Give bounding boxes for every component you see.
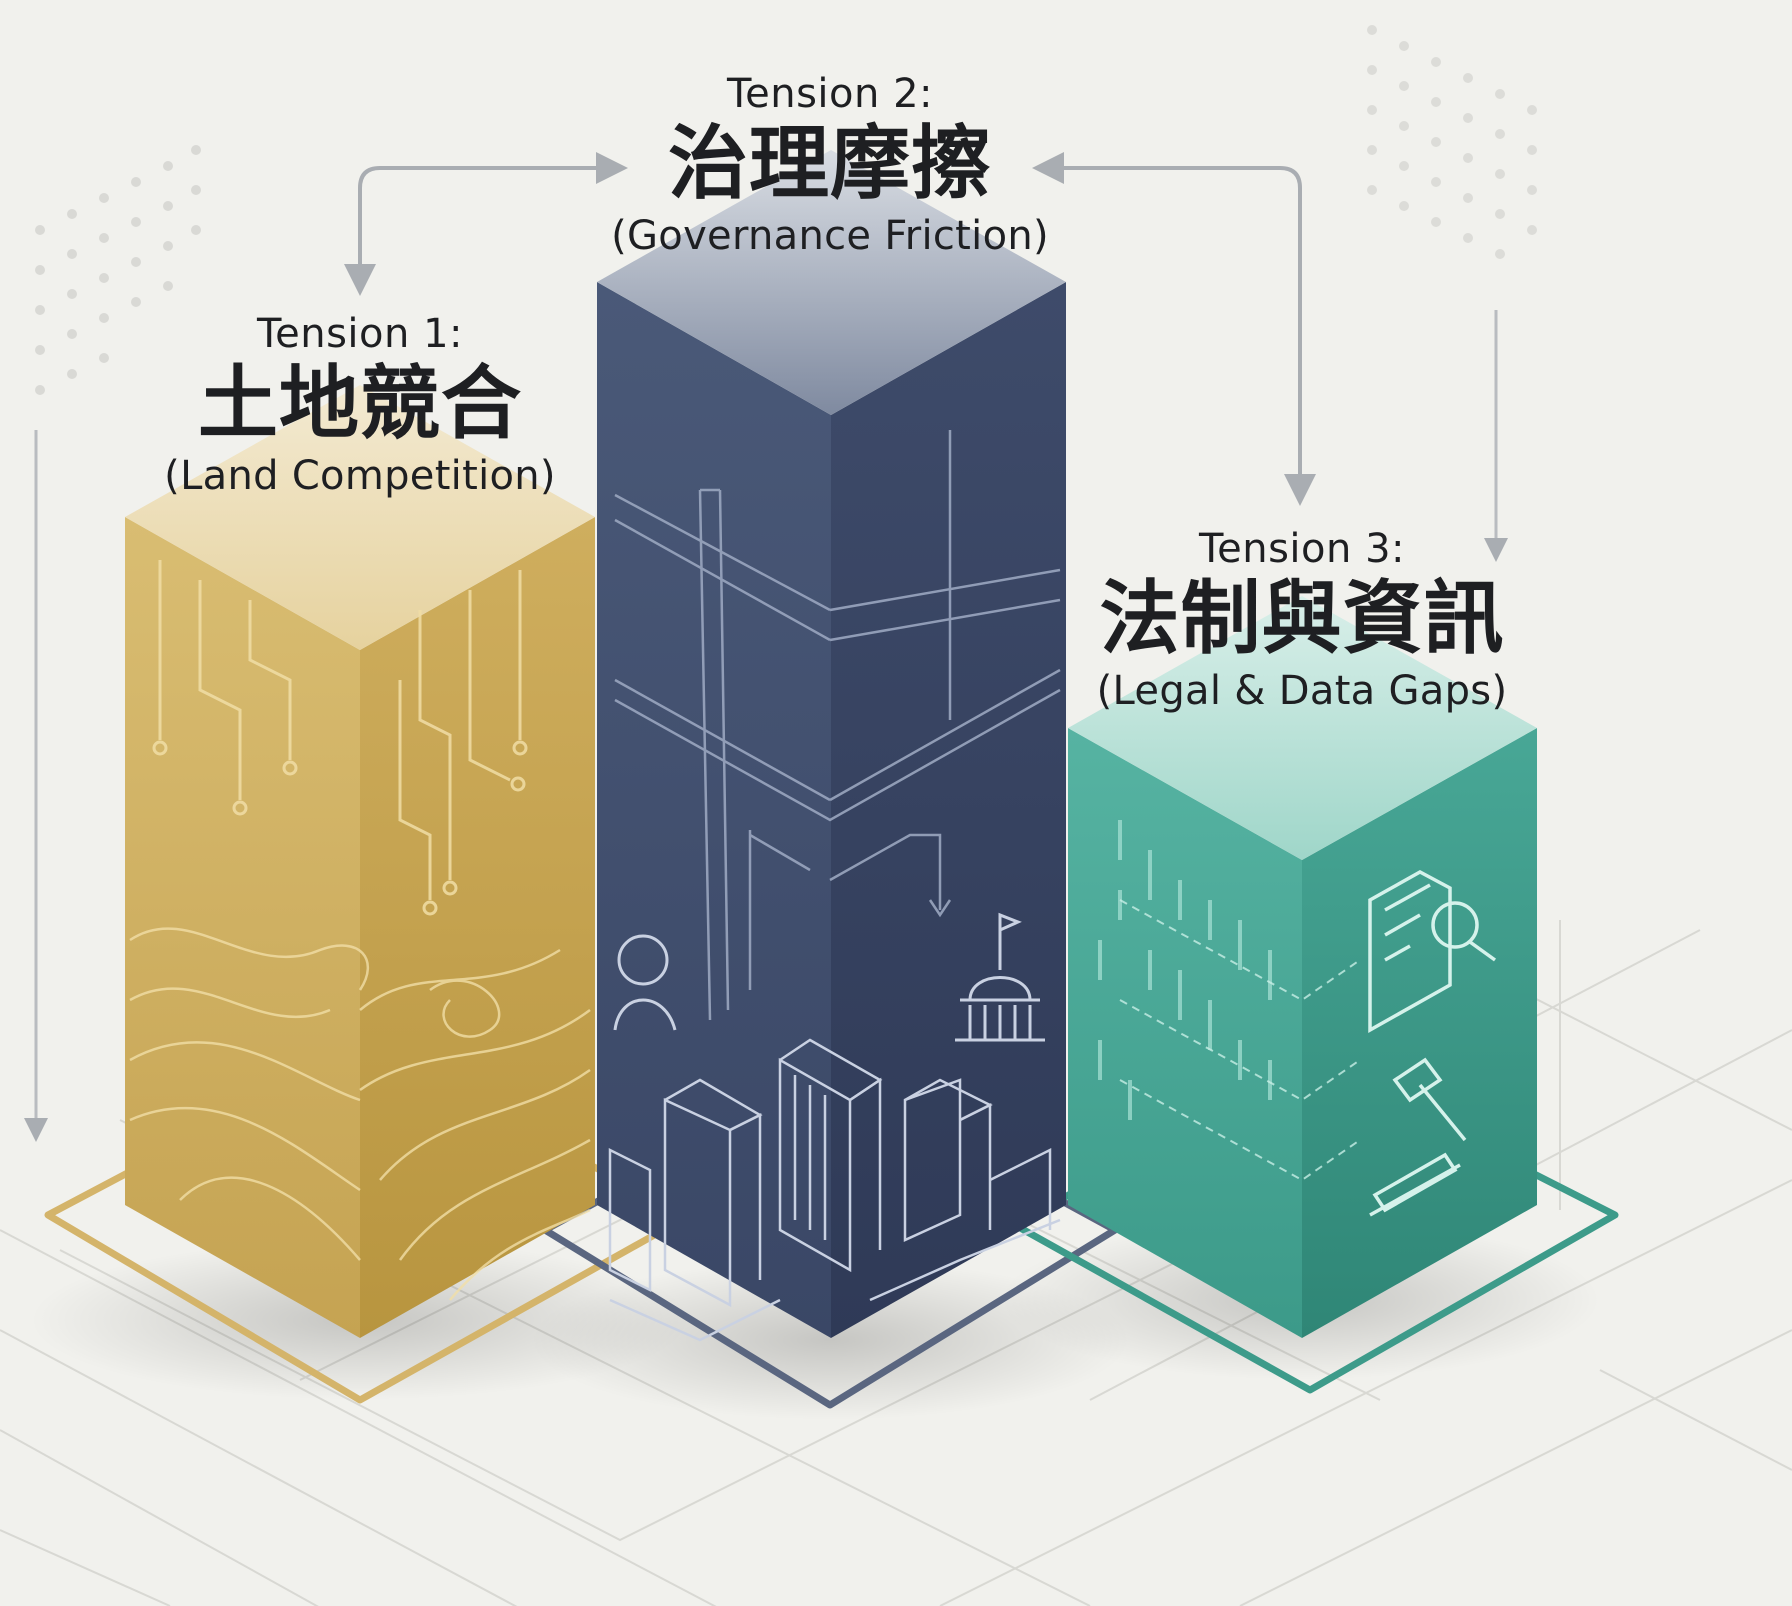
- tension-3-title-en: (Legal & Data Gaps): [1096, 668, 1508, 714]
- tension-1-label: Tension 1: 土地競合 (Land Competition): [164, 310, 556, 502]
- tension-1-number: Tension 1:: [256, 311, 463, 357]
- arrow-tension1-to-tension2: [344, 152, 628, 296]
- tension-2-number: Tension 2:: [726, 71, 933, 117]
- tension-2-title-zh: 治理摩擦: [668, 117, 992, 210]
- pillar-governance-friction: [597, 150, 1066, 1342]
- document-search-icon: [1368, 870, 1497, 1033]
- tension-1-title-zh: 土地競合: [198, 357, 522, 450]
- decorative-dots-left: [35, 145, 201, 395]
- tension-3-label: Tension 3: 法制與資訊 (Legal & Data Gaps): [1097, 525, 1508, 717]
- dashed-lines: [1119, 899, 1361, 1182]
- tension-3-title-zh: 法制與資訊: [1099, 572, 1505, 665]
- contour-pattern: [129, 927, 591, 1301]
- tension-3-number: Tension 3:: [1198, 526, 1406, 572]
- pillar-legal-data-gaps: [1068, 596, 1537, 1338]
- arrow-tension2-to-tension3: [1032, 152, 1316, 506]
- pillar-land-competition: [125, 385, 595, 1338]
- decorative-dots-right: [1367, 25, 1537, 259]
- city-buildings-sketch: [608, 1038, 1061, 1342]
- gavel-icon: [1369, 1057, 1467, 1217]
- circuit-pattern: [152, 560, 528, 916]
- data-bars-pattern: [1098, 820, 1272, 1120]
- infrastructure-sketch: [614, 430, 1061, 1021]
- government-building-icon: [955, 912, 1045, 1042]
- tension-2-title-en: (Governance Friction): [611, 213, 1049, 259]
- tension-1-title-en: (Land Competition): [164, 453, 556, 499]
- tension-2-label: Tension 2: 治理摩擦 (Governance Friction): [611, 70, 1049, 262]
- pillar-shadow: [530, 1260, 1130, 1420]
- person-icon: [613, 934, 677, 1031]
